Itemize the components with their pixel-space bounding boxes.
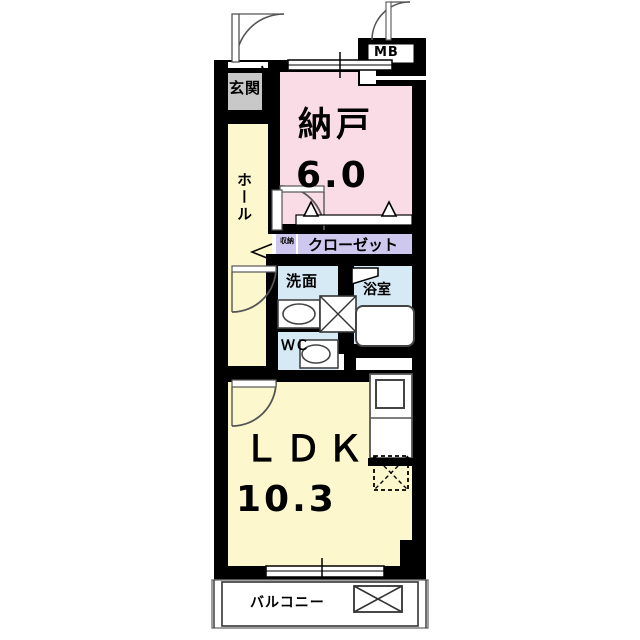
hall-lower-door-icon bbox=[231, 379, 277, 427]
wall-wc-bottom bbox=[266, 370, 356, 382]
entry-door-icon bbox=[231, 13, 285, 63]
label-yokushitsu: 浴室 bbox=[363, 282, 391, 298]
wall-ldk-top bbox=[214, 370, 276, 382]
yokushitsu-door-icon bbox=[351, 267, 379, 286]
label-mb: MB bbox=[374, 45, 399, 60]
wall-outer-left bbox=[214, 60, 228, 580]
balcony-area bbox=[211, 579, 429, 629]
room-fill-closet bbox=[298, 232, 414, 256]
label-balcony: バルコニー bbox=[250, 595, 325, 611]
label-nando: 納戸 bbox=[298, 105, 374, 145]
room-fill-nando bbox=[280, 60, 412, 225]
nando-window bbox=[287, 52, 393, 78]
label-wc: ＷＣ bbox=[281, 338, 309, 354]
wall-genkan-bottom bbox=[214, 110, 278, 124]
senmen-door-icon bbox=[231, 265, 277, 313]
shuno-arrow-icon bbox=[249, 243, 273, 261]
bathtub-icon bbox=[355, 305, 415, 347]
label-ldk-area: 10.3 bbox=[236, 479, 337, 520]
wall-hall-right bbox=[266, 254, 278, 378]
label-nando-area: 6.0 bbox=[296, 155, 369, 196]
label-ldk: ＬＤＫ bbox=[243, 429, 370, 470]
ldk-window bbox=[265, 558, 385, 586]
room-fill-ldk bbox=[228, 378, 412, 578]
label-closet: クローゼット bbox=[308, 236, 399, 254]
washer-space-icon bbox=[373, 455, 409, 491]
room-fill-shuno bbox=[276, 232, 296, 256]
mb-notch bbox=[360, 68, 376, 84]
balcony-unit-icon bbox=[353, 585, 403, 613]
label-shuno: 収納 bbox=[280, 237, 294, 245]
label-senmen: 洗面 bbox=[286, 272, 319, 290]
room-fill-hall bbox=[228, 110, 272, 375]
wall-genkan-top-strip bbox=[228, 62, 276, 68]
kitchen-counter-icon bbox=[368, 373, 414, 466]
mb-notch-shelf bbox=[376, 76, 426, 80]
label-hall: ホール bbox=[235, 172, 253, 223]
closet-doors-icon bbox=[295, 200, 413, 226]
wall-nando-bottom bbox=[268, 224, 426, 234]
wall-yoku-bottom bbox=[344, 344, 426, 358]
wall-outer-right bbox=[412, 60, 426, 555]
label-genkan: 玄関 bbox=[229, 79, 262, 97]
mb-door-icon bbox=[371, 1, 411, 41]
toilet-bowl-icon bbox=[299, 339, 339, 369]
